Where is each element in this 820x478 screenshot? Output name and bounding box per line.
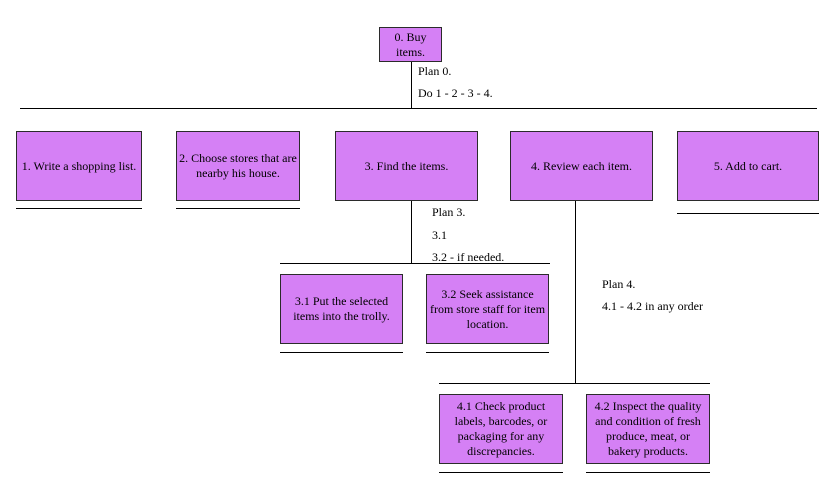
task-2-box: 2. Choose stores that are nearby his hou…	[176, 131, 300, 201]
task-3-box: 3. Find the items.	[335, 131, 478, 201]
root-connector	[411, 62, 412, 108]
task-4-label: 4. Review each item.	[531, 158, 632, 173]
subtask-3-1-box: 3.1 Put the selected items into the trol…	[280, 274, 403, 344]
plan-3-line-2: 3.2 - if needed.	[432, 250, 505, 264]
subtask-4-2-label: 4.2 Inspect the quality and condition of…	[594, 399, 702, 458]
task-4-connector	[575, 201, 576, 383]
task-1-box: 1. Write a shopping list.	[16, 131, 142, 201]
task-5-label: 5. Add to cart.	[713, 158, 783, 173]
subtask-3-2-label: 3.2 Seek assistance from store staff for…	[429, 286, 546, 331]
subtask-4-1-box: 4.1 Check product labels, barcodes, or p…	[439, 394, 563, 464]
plan-4-title: Plan 4.	[602, 277, 636, 291]
subtask-3-2-box: 3.2 Seek assistance from store staff for…	[426, 274, 549, 344]
task-5-underline	[677, 213, 819, 214]
level-2-bar-task-4	[439, 383, 710, 384]
plan-3-title: Plan 3.	[432, 205, 466, 219]
task-3-label: 3. Find the items.	[364, 158, 449, 173]
subtask-4-2-underline	[586, 472, 710, 473]
subtask-4-1-label: 4.1 Check product labels, barcodes, or p…	[454, 399, 548, 458]
subtask-3-1-label: 3.1 Put the selected items into the trol…	[293, 294, 390, 323]
task-3-connector	[411, 201, 412, 263]
subtask-4-1-underline	[439, 472, 563, 473]
task-1-underline	[16, 208, 142, 209]
task-1-label: 1. Write a shopping list.	[21, 158, 137, 173]
task-2-label: 2. Choose stores that are nearby his hou…	[179, 151, 297, 180]
level-1-bar	[20, 108, 817, 109]
task-5-box: 5. Add to cart.	[677, 131, 819, 201]
level-2-bar-task-3	[280, 263, 550, 264]
subtask-4-2-box: 4.2 Inspect the quality and condition of…	[586, 394, 710, 464]
plan-0-text: Do 1 - 2 - 3 - 4.	[418, 86, 493, 100]
task-2-underline	[176, 208, 300, 209]
subtask-3-2-underline	[426, 352, 549, 353]
root-task-box: 0. Buy items.	[379, 27, 442, 62]
plan-4-text: 4.1 - 4.2 in any order	[602, 299, 703, 313]
task-4-box: 4. Review each item.	[510, 131, 653, 201]
plan-0-title: Plan 0.	[418, 64, 452, 78]
root-task-label: 0. Buy items.	[394, 29, 427, 59]
subtask-3-1-underline	[280, 352, 403, 353]
plan-3-line-1: 3.1	[432, 228, 447, 242]
